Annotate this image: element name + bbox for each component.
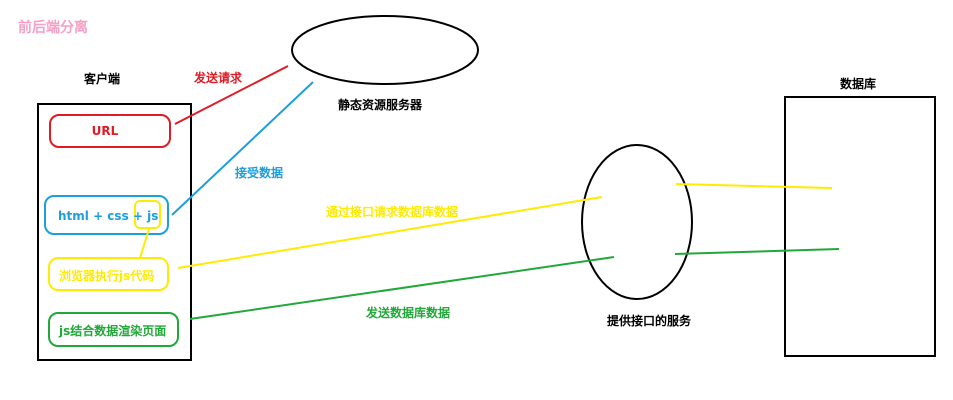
db-to-api-return-line	[674, 248, 840, 255]
request-via-api-label: 通过接口请求数据库数据	[325, 205, 459, 219]
js-render-box	[48, 312, 179, 347]
send-request-arrow	[174, 65, 289, 125]
api-service-ellipse	[581, 144, 693, 300]
url-box	[49, 114, 171, 148]
static-server-label: 静态资源服务器	[337, 98, 423, 112]
receive-data-label: 接受数据	[234, 166, 284, 180]
receive-data-arrow	[171, 81, 314, 216]
api-to-db-query-line	[675, 183, 833, 189]
send-db-data-label: 发送数据库数据	[365, 306, 451, 320]
js-render-label: js结合数据渲染页面	[59, 324, 167, 338]
browser-exec-label: 浏览器执行js代码	[59, 269, 155, 283]
database-box	[784, 96, 936, 357]
url-box-label: URL	[91, 124, 119, 138]
browser-exec-box	[48, 257, 169, 291]
diagram-title: 前后端分离	[18, 20, 88, 36]
js-to-exec-connector	[139, 228, 150, 259]
send-request-label: 发送请求	[193, 71, 243, 85]
client-label: 客户端	[83, 72, 121, 86]
static-server-ellipse	[291, 15, 479, 85]
client-container	[37, 103, 192, 361]
send-db-data-arrow	[189, 256, 615, 320]
js-sub-box	[134, 200, 161, 229]
request-via-api-arrow	[177, 196, 603, 269]
database-label: 数据库	[839, 77, 877, 91]
html-css-js-label: html + css + js	[58, 209, 159, 223]
api-service-label: 提供接口的服务	[606, 314, 692, 328]
html-css-js-box	[44, 195, 169, 235]
